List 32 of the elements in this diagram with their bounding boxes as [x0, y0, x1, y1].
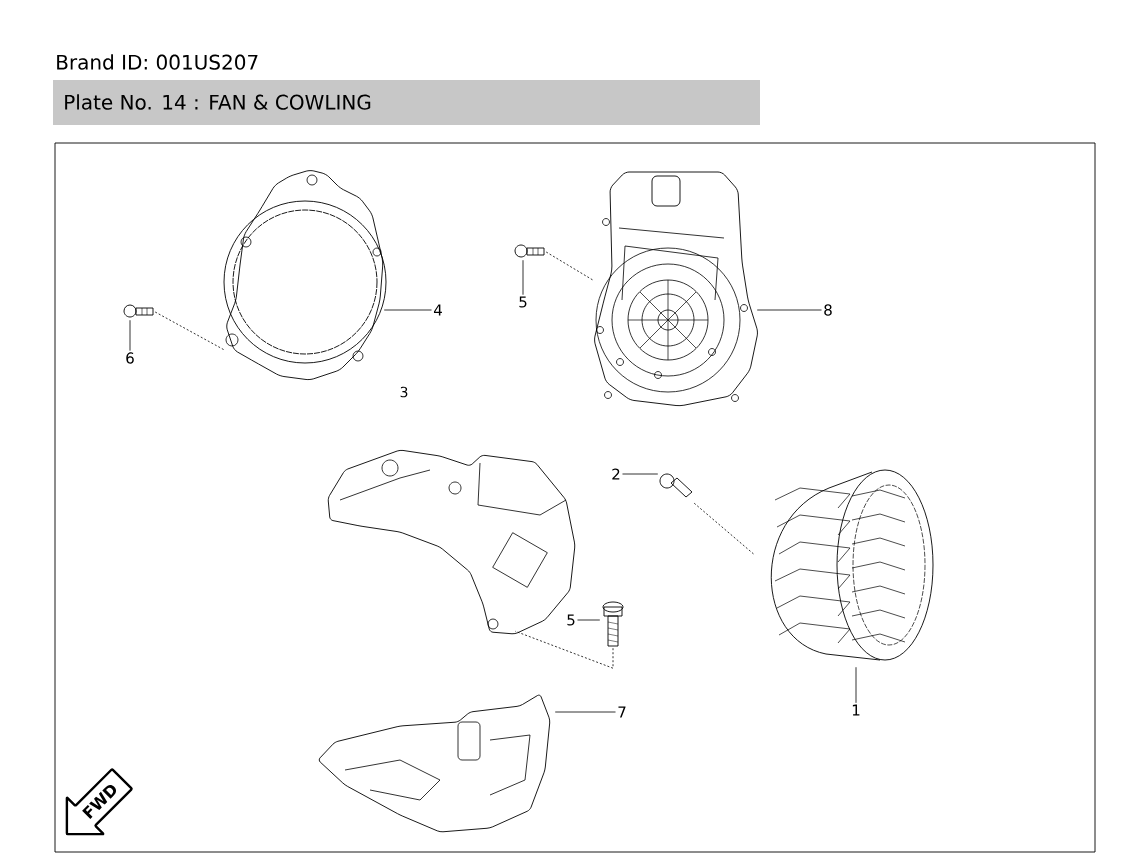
leader-line — [522, 259, 524, 296]
fan-drawing — [770, 469, 934, 661]
header-text: Brand ID: 001US207 — [57, 54, 258, 70]
leader-line — [383, 309, 432, 311]
fan-cover-drawing — [594, 171, 758, 407]
dashed-line — [154, 311, 226, 351]
callout-number: 8 — [824, 304, 832, 316]
callout-number: 4 — [433, 304, 442, 316]
callout-number: 7 — [618, 706, 626, 718]
screw-drawing — [659, 473, 693, 498]
bolt-drawing — [602, 601, 624, 647]
callout-number: 2 — [612, 468, 620, 480]
callout-number: 6 — [126, 352, 134, 364]
callout-number: 3 — [400, 386, 408, 398]
dashed-line — [514, 630, 614, 669]
dashed-line — [693, 502, 756, 556]
callout-number: 1 — [852, 704, 860, 716]
title-bar: Plate No. 14 : FAN & COWLING — [53, 80, 760, 125]
callout-number: 5 — [567, 614, 575, 626]
leader-line — [756, 309, 822, 311]
screw-drawing — [514, 244, 545, 258]
leader-line — [554, 711, 616, 713]
dashed-line — [545, 251, 594, 281]
cowling-drawing — [318, 694, 551, 833]
cowling-drawing — [327, 449, 576, 635]
leader-line — [855, 666, 857, 704]
leader-line — [577, 619, 601, 621]
cover-drawing — [223, 170, 387, 381]
callout-number: 5 — [519, 296, 527, 308]
screw-drawing — [123, 304, 154, 318]
leader-line — [622, 473, 659, 475]
leader-line — [129, 319, 131, 352]
